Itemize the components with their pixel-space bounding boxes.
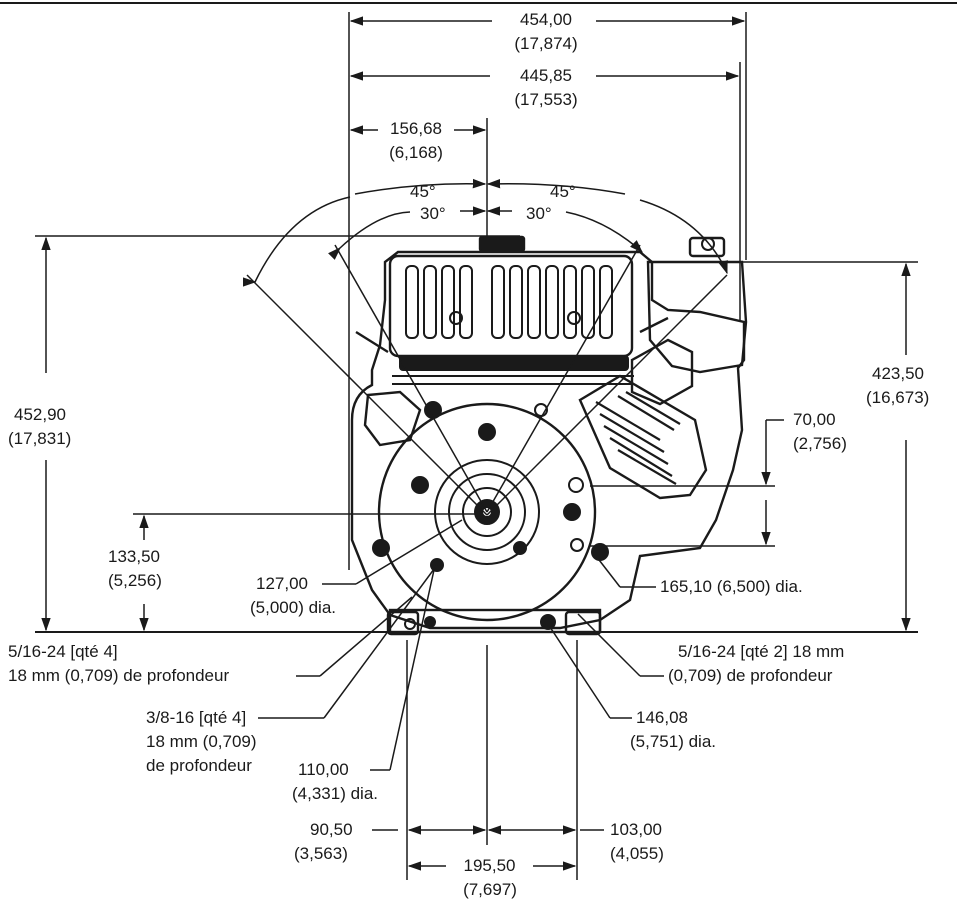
dim-195-inch: (7,697) <box>463 880 517 899</box>
thread-5-16-x4-line2: 18 mm (0,709) de profondeur <box>8 666 230 685</box>
angle-45-right: 45° <box>550 182 576 201</box>
thread-5-16-x4-line1: 5/16-24 [qté 4] <box>8 642 118 661</box>
dim-156-inch: (6,168) <box>389 143 443 162</box>
dim-452-value: 452,90 <box>14 405 66 424</box>
dim-156-value: 156,68 <box>390 119 442 138</box>
thread-3-8-line1: 3/8-16 [qté 4] <box>146 708 247 727</box>
cylinder-fins <box>392 265 634 385</box>
dim-146-value: 146,08 <box>636 708 688 727</box>
dim-70-value: 70,00 <box>793 410 836 429</box>
angle-30-left: 30° <box>420 204 446 223</box>
dim-103-inch: (4,055) <box>610 844 664 863</box>
dim-452-inch: (17,831) <box>8 429 72 448</box>
thread-3-8-line3: de profondeur <box>146 756 252 775</box>
dim-90-value: 90,50 <box>310 820 353 839</box>
dim-445-value: 445,85 <box>520 66 572 85</box>
engine-outline <box>350 235 748 636</box>
muffler-grill <box>595 391 681 485</box>
dim-133-inch: (5,256) <box>108 571 162 590</box>
dim-423-value: 423,50 <box>872 364 924 383</box>
dim-454-inch: (17,874) <box>514 34 578 53</box>
dim-133-value: 133,50 <box>108 547 160 566</box>
dim-423-inch: (16,673) <box>866 388 930 407</box>
dim-110-inch: (4,331) dia. <box>292 784 378 803</box>
thread-5-16-x2-line1: 5/16-24 [qté 2] 18 mm <box>678 642 845 661</box>
dim-103-value: 103,00 <box>610 820 662 839</box>
dim-445-inch: (17,553) <box>514 90 578 109</box>
thread-3-8-line2: 18 mm (0,709) <box>146 732 257 751</box>
dim-90-inch: (3,563) <box>294 844 348 863</box>
angle-30-right: 30° <box>526 204 552 223</box>
dim-195-value: 195,50 <box>463 856 516 875</box>
angle-45-left: 45° <box>410 182 436 201</box>
dim-127-value: 127,00 <box>256 574 308 593</box>
dim-70-inch: (2,756) <box>793 434 847 453</box>
dim-146-inch: (5,751) dia. <box>630 732 716 751</box>
thread-5-16-x2-line2: (0,709) de profondeur <box>668 666 833 685</box>
dim-165-label: 165,10 (6,500) dia. <box>660 577 803 596</box>
dim-127-inch: (5,000) dia. <box>250 598 336 617</box>
dim-110-value: 110,00 <box>298 760 349 779</box>
dimension-lines <box>35 12 918 880</box>
flywheel-hub <box>434 459 540 565</box>
dim-454-value: 454,00 <box>520 10 572 29</box>
